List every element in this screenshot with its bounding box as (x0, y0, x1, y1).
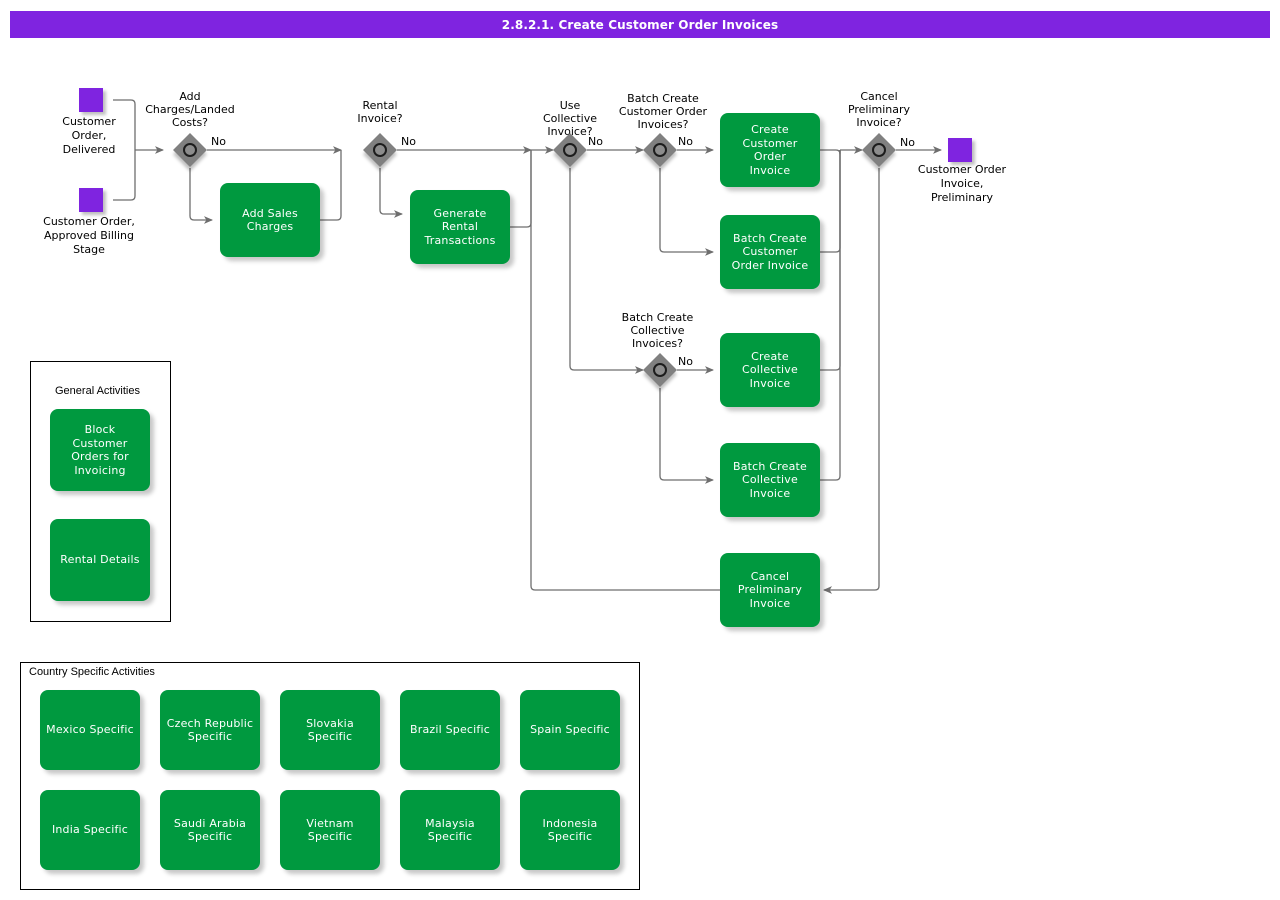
gateway-cancel-preliminary-invoice[interactable] (862, 133, 896, 167)
task-indonesia-specific[interactable]: Indonesia Specific (520, 790, 620, 870)
task-create-customer-order-invoice[interactable]: Create Customer Order Invoice (720, 113, 820, 187)
edge-label-batch-create-customer-order-invoices-no: No (678, 135, 693, 148)
gateway-ring-icon (872, 143, 886, 157)
gateway-batch-create-customer-order-invoices-label: Batch Create Customer Order Invoices? (618, 92, 708, 131)
task-malaysia-specific[interactable]: Malaysia Specific (400, 790, 500, 870)
task-cancel-preliminary-invoice[interactable]: Cancel Preliminary Invoice (720, 553, 820, 627)
start-event-customer-order-delivered-label: Customer Order, Delivered (62, 115, 116, 156)
gateway-add-charges-label: Add Charges/Landed Costs? (145, 90, 235, 129)
gateway-add-charges[interactable] (173, 133, 207, 167)
task-saudi-arabia-specific[interactable]: Saudi Arabia Specific (160, 790, 260, 870)
task-czech-republic-specific[interactable]: Czech Republic Specific (160, 690, 260, 770)
country-specific-activities-title: Country Specific Activities (29, 666, 155, 678)
gateway-rental-invoice[interactable] (363, 133, 397, 167)
gateway-use-collective-invoice[interactable] (553, 133, 587, 167)
start-event-customer-order-delivered[interactable] (79, 88, 103, 112)
gateway-batch-create-customer-order-invoices[interactable] (643, 133, 677, 167)
task-brazil-specific[interactable]: Brazil Specific (400, 690, 500, 770)
edge-label-batch-create-collective-invoices-no: No (678, 355, 693, 368)
end-event-customer-order-invoice-preliminary-label: Customer Order Invoice, Preliminary (917, 163, 1007, 204)
gateway-ring-icon (183, 143, 197, 157)
task-batch-create-customer-order-invoice[interactable]: Batch Create Customer Order Invoice (720, 215, 820, 289)
edge-label-add-charges-no: No (211, 135, 226, 148)
task-generate-rental-transactions[interactable]: Generate Rental Transactions (410, 190, 510, 264)
task-slovakia-specific[interactable]: Slovakia Specific (280, 690, 380, 770)
gateway-ring-icon (563, 143, 577, 157)
gateway-batch-create-collective-invoices[interactable] (643, 353, 677, 387)
gateway-ring-icon (653, 143, 667, 157)
task-spain-specific[interactable]: Spain Specific (520, 690, 620, 770)
task-vietnam-specific[interactable]: Vietnam Specific (280, 790, 380, 870)
gateway-ring-icon (653, 363, 667, 377)
task-block-customer-orders-for-invoicing[interactable]: Block Customer Orders for Invoicing (50, 409, 150, 491)
gateway-batch-create-collective-invoices-label: Batch Create Collective Invoices? (621, 311, 694, 350)
edge-label-use-collective-invoice-no: No (588, 135, 603, 148)
gateway-ring-icon (373, 143, 387, 157)
edge-label-cancel-preliminary-invoice-no: No (900, 136, 915, 149)
start-event-customer-order-approved-billing-stage-label: Customer Order, Approved Billing Stage (43, 215, 135, 256)
general-activities-title: General Activities (55, 385, 140, 397)
task-rental-details[interactable]: Rental Details (50, 519, 150, 601)
gateway-cancel-preliminary-invoice-label: Cancel Preliminary Invoice? (847, 90, 911, 129)
task-batch-create-collective-invoice[interactable]: Batch Create Collective Invoice (720, 443, 820, 517)
gateway-rental-invoice-label: Rental Invoice? (357, 99, 403, 125)
page-title: 2.8.2.1. Create Customer Order Invoices (501, 17, 779, 32)
task-add-sales-charges[interactable]: Add Sales Charges (220, 183, 320, 257)
task-create-collective-invoice[interactable]: Create Collective Invoice (720, 333, 820, 407)
start-event-customer-order-approved-billing-stage[interactable] (79, 188, 103, 212)
gateway-use-collective-invoice-label: Use Collective Invoice? (543, 99, 597, 138)
page-title-bar: 2.8.2.1. Create Customer Order Invoices (10, 11, 1270, 38)
edge-label-rental-invoice-no: No (401, 135, 416, 148)
task-mexico-specific[interactable]: Mexico Specific (40, 690, 140, 770)
task-india-specific[interactable]: India Specific (40, 790, 140, 870)
end-event-customer-order-invoice-preliminary[interactable] (948, 138, 972, 162)
